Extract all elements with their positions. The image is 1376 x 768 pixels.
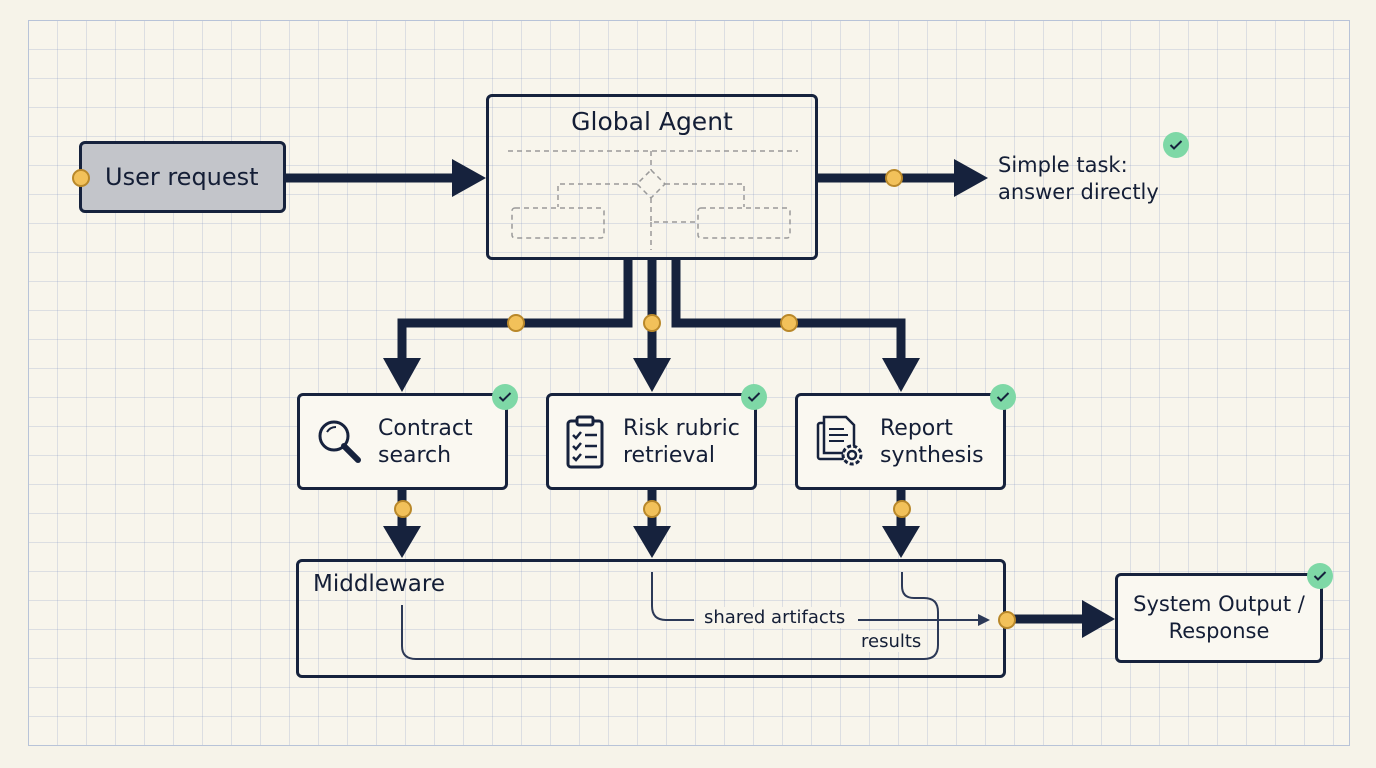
global-agent-flow-sketch [508, 150, 798, 250]
document-gear-icon [816, 415, 863, 466]
connector-dot-branch-right [780, 314, 798, 332]
check-icon-risk-rubric [741, 384, 767, 410]
check-icon-system-output [1307, 563, 1333, 589]
global-agent-node [486, 94, 818, 260]
connector-dot-user-request [72, 169, 90, 187]
report-synthesis-label: Report synthesis [880, 416, 984, 468]
middleware-internal-flows [401, 572, 990, 660]
edge-middleware-to-output [1006, 600, 1115, 638]
edge-agent-to-simple-task [818, 159, 988, 197]
clipboard-checklist-icon [566, 415, 604, 469]
connector-dot-contract-search-out [394, 500, 412, 518]
global-agent-label: Global Agent [571, 107, 733, 136]
contract-search-label: Contract search [378, 416, 473, 468]
user-request-label: User request [105, 163, 259, 191]
connector-dot-report-synthesis-out [893, 500, 911, 518]
risk-rubric-node [546, 393, 757, 490]
edge-agent-to-report-synthesis [671, 260, 920, 392]
check-icon-contract-search [492, 384, 518, 410]
edge-label-shared-artifacts: shared artifacts [701, 607, 849, 628]
contract-search-node [297, 393, 508, 490]
edge-user-to-agent [286, 159, 486, 197]
connector-dot-agent-output [885, 169, 903, 187]
system-output-node [1115, 573, 1323, 663]
middleware-label: Middleware [313, 571, 445, 597]
connector-dot-risk-rubric-out [643, 500, 661, 518]
risk-rubric-label: Risk rubric retrieval [623, 416, 740, 468]
edge-label-results: results [858, 631, 925, 652]
system-output-label: System Output / Response [1133, 592, 1305, 643]
check-icon-simple-task [1163, 132, 1189, 158]
connector-dot-branch-center [643, 314, 661, 332]
edge-agent-to-contract-search [383, 260, 633, 392]
edge-agent-to-risk-rubric [633, 260, 671, 392]
simple-task-label: Simple task: answer directly [998, 153, 1159, 204]
magnifier-icon [318, 420, 361, 463]
connector-dot-middleware-out [998, 611, 1016, 629]
connector-dot-branch-left [507, 314, 525, 332]
check-icon-report-synthesis [990, 384, 1016, 410]
